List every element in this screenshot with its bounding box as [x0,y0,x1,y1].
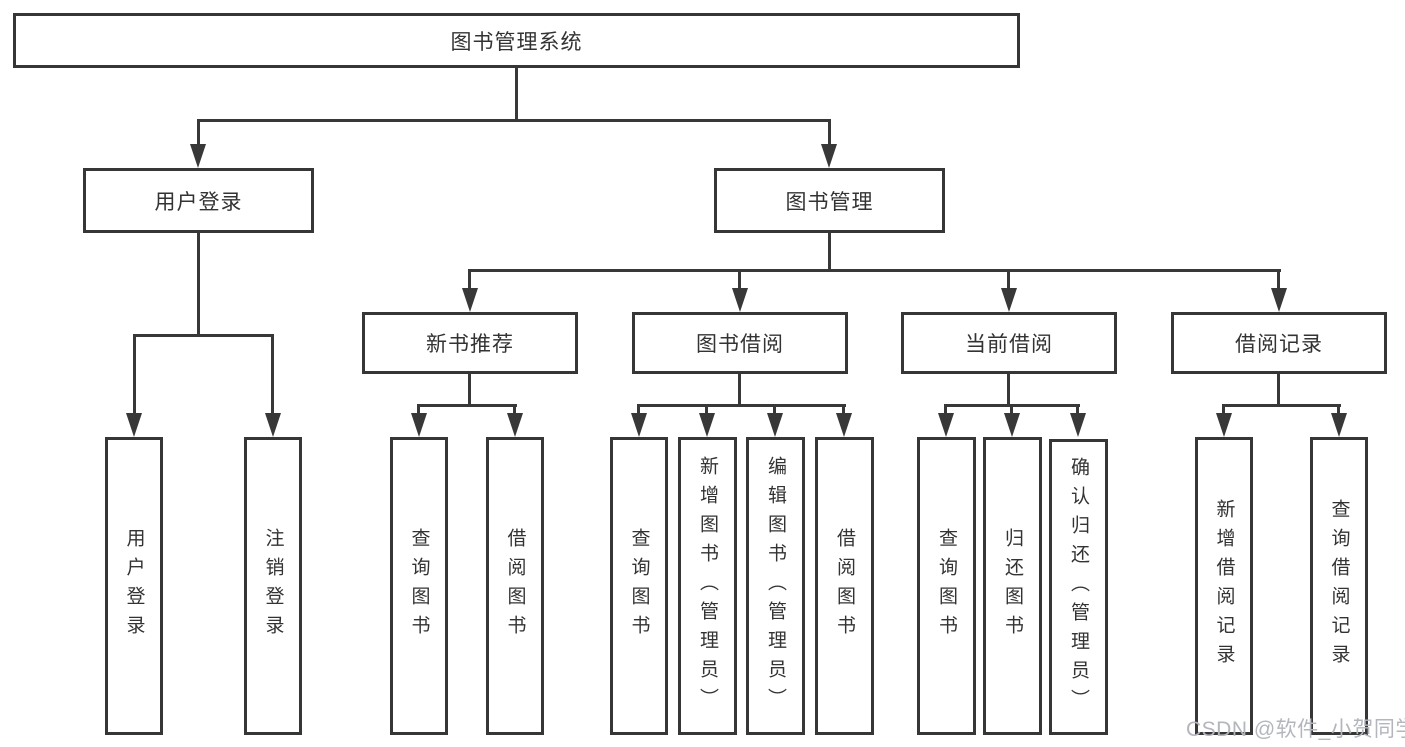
node-new-book-recommend: 新书推荐 [362,312,578,374]
edge-line [133,334,136,415]
edge-line [133,334,274,337]
leaf-recommend-borrow-books-label: 借阅图书 [504,528,526,644]
watermark: CSDN @软件_小贺同学 [1186,718,1405,741]
leaf-current-confirm-return-admin-label: 确认归还（管理员） [1068,456,1089,718]
edge-arrow-down [1070,413,1086,437]
leaf-records-add-record-label: 新增借阅记录 [1213,499,1235,673]
leaf-recommend-query-books: 查询图书 [390,437,448,735]
edge-line [417,404,420,416]
edge-line [197,233,200,337]
edge-arrow-down [507,413,523,437]
node-user-login-label: 用户登录 [154,190,243,214]
edge-line [513,404,516,416]
edge-arrow-down [1004,413,1020,437]
node-current-borrow-label: 当前借阅 [965,333,1053,356]
edge-arrow-down [938,413,954,437]
edge-arrow-down [1216,413,1232,437]
edge-arrow-down [1331,413,1347,437]
node-current-borrow: 当前借阅 [901,312,1117,374]
edge-arrow-down [190,144,206,168]
edge-line [1222,404,1341,407]
leaf-current-query-books: 查询图书 [917,437,976,735]
leaf-borrow-borrow-books: 借阅图书 [815,437,874,735]
edge-arrow-down [821,144,837,168]
edge-line [197,119,831,122]
edge-arrow-down [631,413,647,437]
edge-line [738,269,741,292]
node-borrow-records: 借阅记录 [1171,312,1387,374]
leaf-borrow-add-books-admin: 新增图书（管理员） [678,437,737,735]
leaf-borrow-edit-books-admin-label: 编辑图书（管理员） [765,455,786,717]
edge-line [637,404,640,416]
edge-line [1007,269,1010,292]
edge-line [1277,269,1280,292]
edge-arrow-down [836,413,852,437]
leaf-current-query-books-label: 查询图书 [936,528,957,644]
edge-line [417,404,517,407]
leaf-recommend-query-books-label: 查询图书 [408,528,430,644]
edge-arrow-down [411,413,427,437]
leaf-current-return-books: 归还图书 [983,437,1042,735]
node-root: 图书管理系统 [13,13,1020,68]
leaf-records-add-record: 新增借阅记录 [1195,437,1253,735]
node-root-label: 图书管理系统 [450,30,583,54]
edge-line [1337,404,1340,416]
edge-line [637,404,846,407]
edge-line [468,269,471,292]
edge-line [468,269,1281,272]
edge-line [1222,404,1225,416]
edge-line [828,119,831,146]
edge-line [738,374,741,406]
leaf-user-login: 用户登录 [105,437,163,735]
leaf-user-login-label: 用户登录 [123,528,145,644]
node-book-borrow: 图书借阅 [632,312,848,374]
node-user-login: 用户登录 [83,168,314,233]
edge-line [1277,374,1280,406]
edge-line [1007,374,1010,406]
node-new-book-recommend-label: 新书推荐 [426,333,514,356]
node-book-management: 图书管理 [714,168,945,233]
leaf-current-confirm-return-admin: 确认归还（管理员） [1049,439,1108,735]
leaf-borrow-query-books: 查询图书 [610,437,668,735]
edge-line [271,334,274,415]
edge-arrow-down [699,413,715,437]
leaf-current-return-books-label: 归还图书 [1002,528,1023,644]
edge-line [842,404,845,416]
node-book-borrow-label: 图书借阅 [696,333,784,356]
leaf-recommend-borrow-books: 借阅图书 [486,437,544,735]
leaf-logout-label: 注销登录 [262,528,284,644]
edge-line [1010,404,1013,416]
edge-arrow-down [1001,288,1017,312]
leaf-records-query-record: 查询借阅记录 [1310,437,1368,735]
leaf-borrow-add-books-admin-label: 新增图书（管理员） [697,455,718,717]
edge-arrow-down [126,413,142,437]
edge-line [705,404,708,416]
edge-arrow-down [462,288,478,312]
edge-arrow-down [767,413,783,437]
edge-arrow-down [265,413,281,437]
edge-line [197,119,200,146]
edge-line [468,374,471,406]
edge-line [773,404,776,416]
leaf-borrow-query-books-label: 查询图书 [628,528,650,644]
node-book-management-label: 图书管理 [785,190,874,214]
edge-line [944,404,947,416]
leaf-records-query-record-label: 查询借阅记录 [1328,499,1350,673]
edge-arrow-down [1271,288,1287,312]
edge-line [1076,404,1079,416]
leaf-logout: 注销登录 [244,437,302,735]
node-borrow-records-label: 借阅记录 [1235,333,1323,356]
leaf-borrow-borrow-books-label: 借阅图书 [834,528,855,644]
edge-arrow-down [732,288,748,312]
edge-line [515,68,518,121]
edge-line [828,233,831,271]
leaf-borrow-edit-books-admin: 编辑图书（管理员） [746,437,805,735]
